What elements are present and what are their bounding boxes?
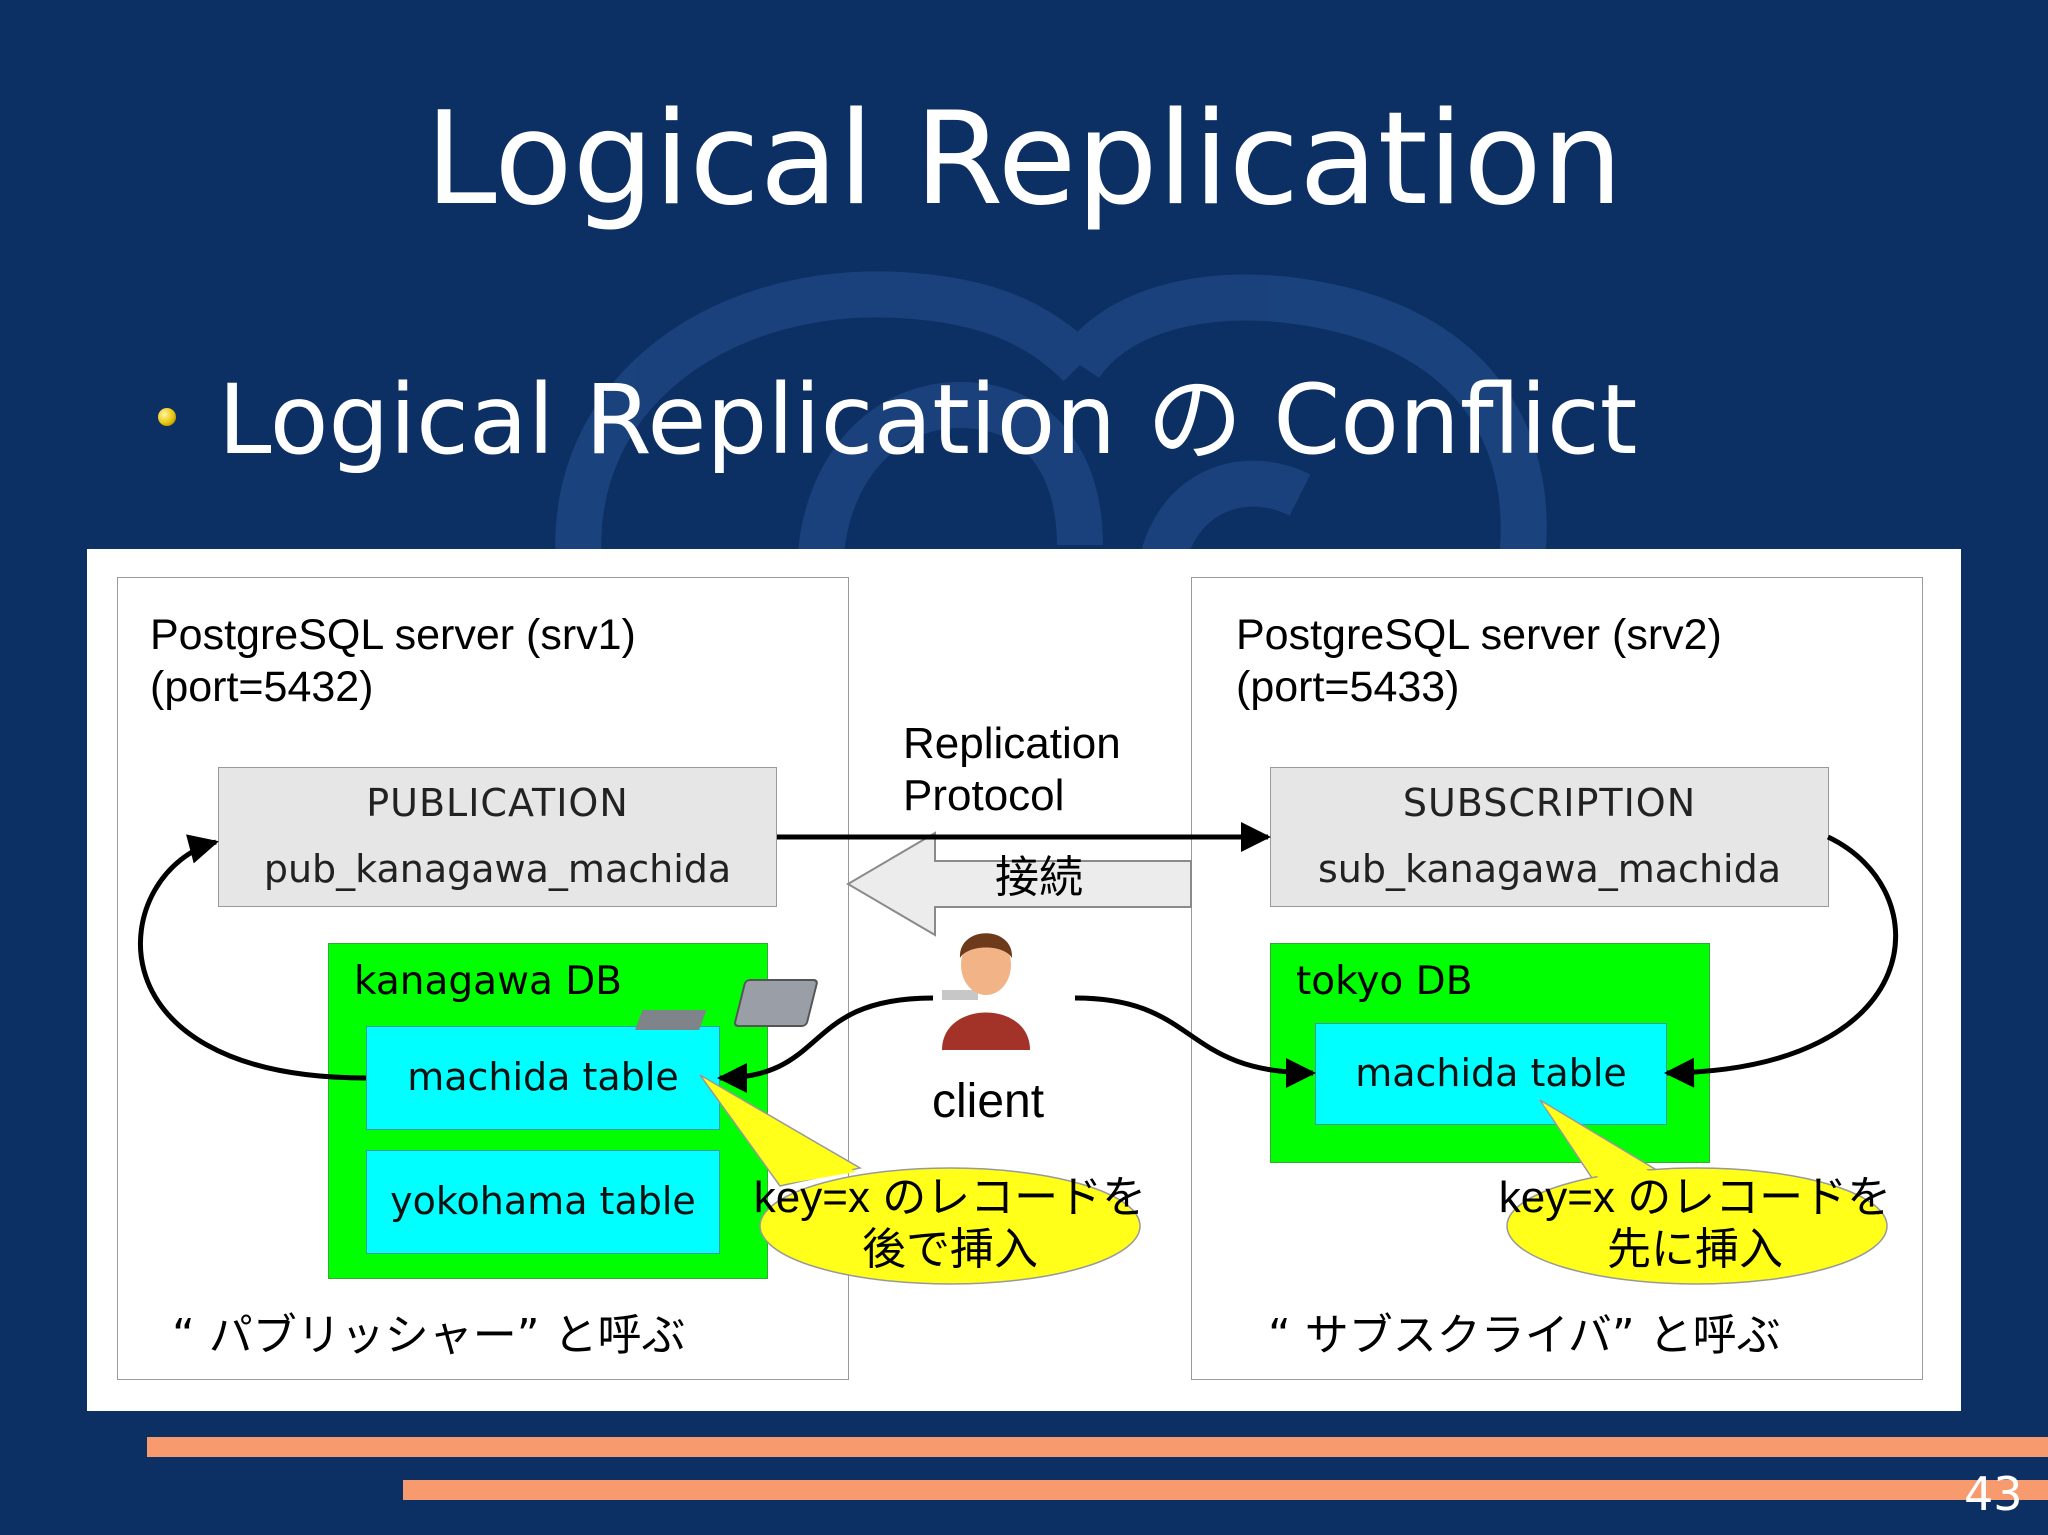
srv1-note: “ パブリッシャー” と呼ぶ [172,1310,686,1361]
client-to-srv2-arrow [1074,995,1316,1088]
callout-left [699,1074,1141,1285]
footer-stripe-top [147,1437,2048,1457]
subscription-box: SUBSCRIPTION sub_kanagawa_machida [1270,767,1829,907]
srv1-machida-table-label: machida table [407,1055,679,1099]
callout-left-line1: key=x のレコードを [753,1173,1147,1222]
subscription-name: sub_kanagawa_machida [1317,847,1781,891]
srv1-machida-table: machida table [366,1026,720,1130]
srv2-machida-table: machida table [1315,1023,1667,1125]
callout-right-line2: 先に挿入 [1607,1225,1783,1274]
client-user-icon [635,933,1030,1050]
srv2-note: “ サブスクライバ” と呼ぶ [1268,1310,1781,1361]
client-to-srv1-arrow [717,995,934,1093]
srv2-machida-table-label: machida table [1355,1051,1627,1095]
replication-protocol-label-1: Replication [903,719,1121,768]
subscription-type-label: SUBSCRIPTION [1402,781,1697,825]
srv1-yokohama-table-label: yokohama table [390,1179,696,1223]
srv1-port: (port=5432) [150,663,374,711]
tokyo-db-label: tokyo DB [1296,959,1473,1004]
connection-arrow [846,831,1192,937]
publication-type-label: PUBLICATION [366,781,629,825]
kanagawa-db-label: kanagawa DB [354,959,623,1004]
bullet-text: Logical Replication の Conflict [218,364,1638,476]
srv1-yokohama-table: yokohama table [366,1150,720,1254]
srv1-loop-arrow [138,834,367,1081]
publication-box: PUBLICATION pub_kanagawa_machida [218,767,777,907]
callout-right-line1: key=x のレコードを [1498,1173,1892,1222]
connection-label: 接続 [995,852,1083,903]
srv2-port: (port=5433) [1236,663,1460,711]
srv2-title: PostgreSQL server (srv2) [1236,611,1722,659]
page-number: 43 [1964,1467,2023,1521]
slide-title: Logical Replication [425,85,1623,234]
client-label: client [932,1075,1045,1128]
footer-stripe-bottom [403,1480,2048,1500]
srv2-loop-arrow [1664,834,1899,1088]
callout-right [1506,1099,1888,1285]
bullet-dot-icon [158,408,176,426]
replication-protocol-label-2: Protocol [903,771,1065,820]
callout-left-line2: 後で挿入 [862,1225,1038,1274]
elephant-watermark-icon [555,271,1547,579]
publication-name: pub_kanagawa_machida [263,847,732,891]
srv1-title: PostgreSQL server (srv1) [150,611,636,659]
